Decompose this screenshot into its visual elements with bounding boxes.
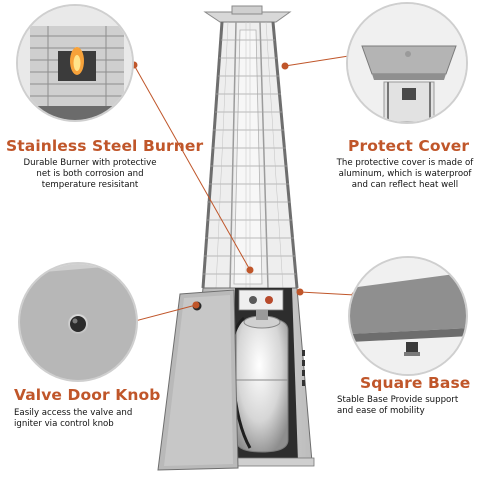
feature-desc-protect-cover: The protective cover is made of aluminum… bbox=[336, 158, 474, 190]
feature-title-burner: Stainless Steel Burner bbox=[6, 137, 204, 155]
glass-tube-frame bbox=[201, 21, 299, 289]
burner-closeup bbox=[16, 4, 134, 122]
protect-cover-closeup bbox=[346, 2, 468, 124]
propane-tank bbox=[230, 310, 289, 453]
square-base-closeup bbox=[348, 256, 468, 376]
feature-title-square-base: Square Base bbox=[360, 374, 471, 392]
feature-desc-burner: Durable Burner with protective net is bo… bbox=[23, 158, 157, 190]
cabinet-door bbox=[157, 289, 239, 471]
feature-title-protect-cover: Protect Cover bbox=[348, 137, 470, 155]
feature-title-valve-door-knob: Valve Door Knob bbox=[14, 386, 161, 404]
top-cover bbox=[203, 5, 292, 23]
feature-desc-valve-door-knob: Easily access the valve and igniter via … bbox=[14, 408, 133, 429]
feature-desc-square-base: Stable Base Provide support and ease of … bbox=[337, 395, 459, 416]
valve-door-knob-closeup bbox=[18, 262, 138, 382]
